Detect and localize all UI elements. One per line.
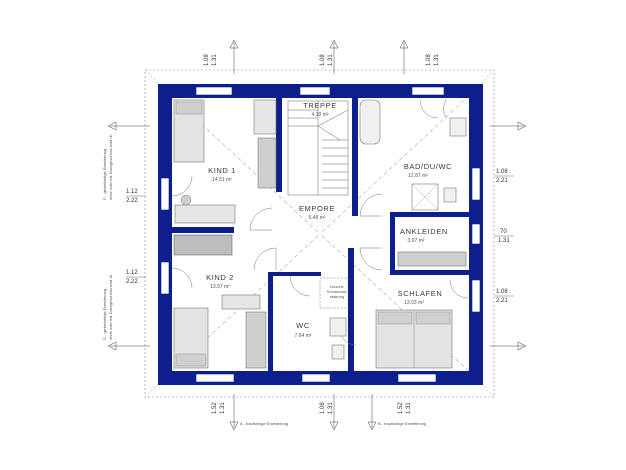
desk-kind1 [174,204,236,224]
wall-ankleiden-schlafen [390,270,469,275]
outer-wall-left [158,84,172,385]
note-left-top-1: C - giebelseitige Erweiterung [102,149,107,200]
washbasin-wc [329,317,347,337]
toilet-wc [331,344,345,360]
note-bottom-a: A - traufseitige Erweiterung [240,421,288,426]
note-dusche-1: Dusche [330,284,344,289]
window-top-1 [195,86,233,96]
room-area-treppe: 4.10 m² [312,112,329,118]
dimensions-top: 1.08 1.31 1.08 1.31 1.08 1.31 [204,39,440,74]
dim-top-2a: 1.08 [320,54,326,66]
windows [160,86,481,383]
door-swings [171,99,469,346]
room-area-empore: 5.48 m² [309,215,326,221]
wall-treppe-bad [352,98,358,216]
dim-top-3a: 1.08 [426,54,432,66]
dim-top-3b: 1.31 [434,54,440,66]
note-left-bottom-2: ohne oder mit Dachgeschoss wird dr. [108,274,113,340]
wardrobe-kind1 [257,137,277,189]
dim-top-1b: 1.31 [212,54,218,66]
dim-bottom-1a: 1.52 [212,402,218,414]
dim-left-1b: 2.22 [126,198,138,204]
room-area-wc: 7.64 m² [295,333,312,339]
wall-wc-schlafen [348,248,354,371]
dim-right-2b: 1.31 [498,238,510,244]
dim-left-2b: 2.22 [126,279,138,285]
room-area-ankleiden: 3.97 m² [408,238,425,244]
bathtub [359,99,381,145]
furniture [173,99,467,369]
wall-kind2-wc [268,272,273,371]
dim-right-3a: 1.08 [496,289,508,295]
window-right-2 [471,223,481,245]
dim-bottom-1b: 1.31 [220,402,226,414]
shelf-divider [173,234,233,256]
note-left-bottom-1: D - giebelseitige Erweiterung [102,289,107,340]
room-name-schlafen: SCHLAFEN [398,289,443,298]
dim-top-2b: 1.31 [328,54,334,66]
room-labels: KIND 1 14.51 m² TREPPE 4.10 m² EMPORE 5.… [206,101,452,339]
room-area-bad: 12.87 m² [408,173,428,179]
shower-bad [411,183,439,211]
room-name-wc: WC [296,321,310,330]
roof-outline [144,69,495,398]
room-name-treppe: TREPPE [303,101,337,110]
dim-bottom-3a: 1.52 [398,402,404,414]
dim-right-1a: 1.08 [496,169,508,175]
room-name-bad: BAD/DU/WC [404,162,452,171]
dim-right-2a: 70 [500,229,507,235]
room-area-kind2: 13.57 m² [210,284,230,290]
dim-bottom-2b: 1.31 [328,402,334,414]
dim-left-2a: 1.12 [126,270,138,276]
staircase [287,100,349,196]
dimensions-bottom: 1.52 1.31 1.08 1.31 1.52 1.31 A - traufs… [212,394,426,431]
dim-right-3b: 2.21 [496,298,508,304]
window-right-3 [471,279,481,313]
dim-top-1a: 1.08 [204,54,210,66]
window-top-2 [299,86,331,96]
dimensions-left: 1.12 2.22 C - giebelseitige Erweiterung … [102,121,150,351]
desk-kind2 [221,294,261,310]
window-bottom-1 [195,373,235,383]
wall-ankleiden-left [390,212,395,275]
dim-left-1a: 1.12 [126,189,138,195]
window-left-1 [160,177,170,211]
window-bottom-3 [397,373,437,383]
window-left-2 [160,261,170,295]
note-left-top-2: ohne oder mit Dachgeschoss wird dr. [108,134,113,200]
dim-right-1b: 2.21 [496,178,508,184]
room-area-kind1: 14.51 m² [212,177,232,183]
wardrobe-ankleiden [397,251,467,267]
washbasin [449,117,467,137]
window-bottom-2 [301,373,331,383]
wall-wc-top [273,272,321,276]
wall-kind1-treppe [276,98,282,192]
room-name-kind1: KIND 1 [208,166,236,175]
dimensions-right: 1.08 2.21 70 1.31 1.08 2.21 [490,121,527,351]
room-name-empore: EMPORE [299,204,335,213]
note-dusche-3: stattung [330,294,344,299]
room-name-ankleiden: ANKLEIDEN [400,227,448,236]
window-top-3 [411,86,445,96]
wall-bad-ankleiden [390,212,469,217]
room-name-kind2: KIND 2 [206,273,234,282]
note-dusche-2: Sonderaus- [327,289,348,294]
toilet-bad [443,187,457,203]
shower-wc [319,277,349,309]
window-right-1 [471,167,481,201]
wall-kind-divider [172,227,234,233]
note-bottom-b: B - traufseitige Erweiterung [378,421,426,426]
room-area-schlafen: 13.03 m² [404,300,424,306]
dim-bottom-3b: 1.31 [406,402,412,414]
dim-bottom-2a: 1.08 [320,402,326,414]
wardrobe-kind2 [245,311,267,369]
